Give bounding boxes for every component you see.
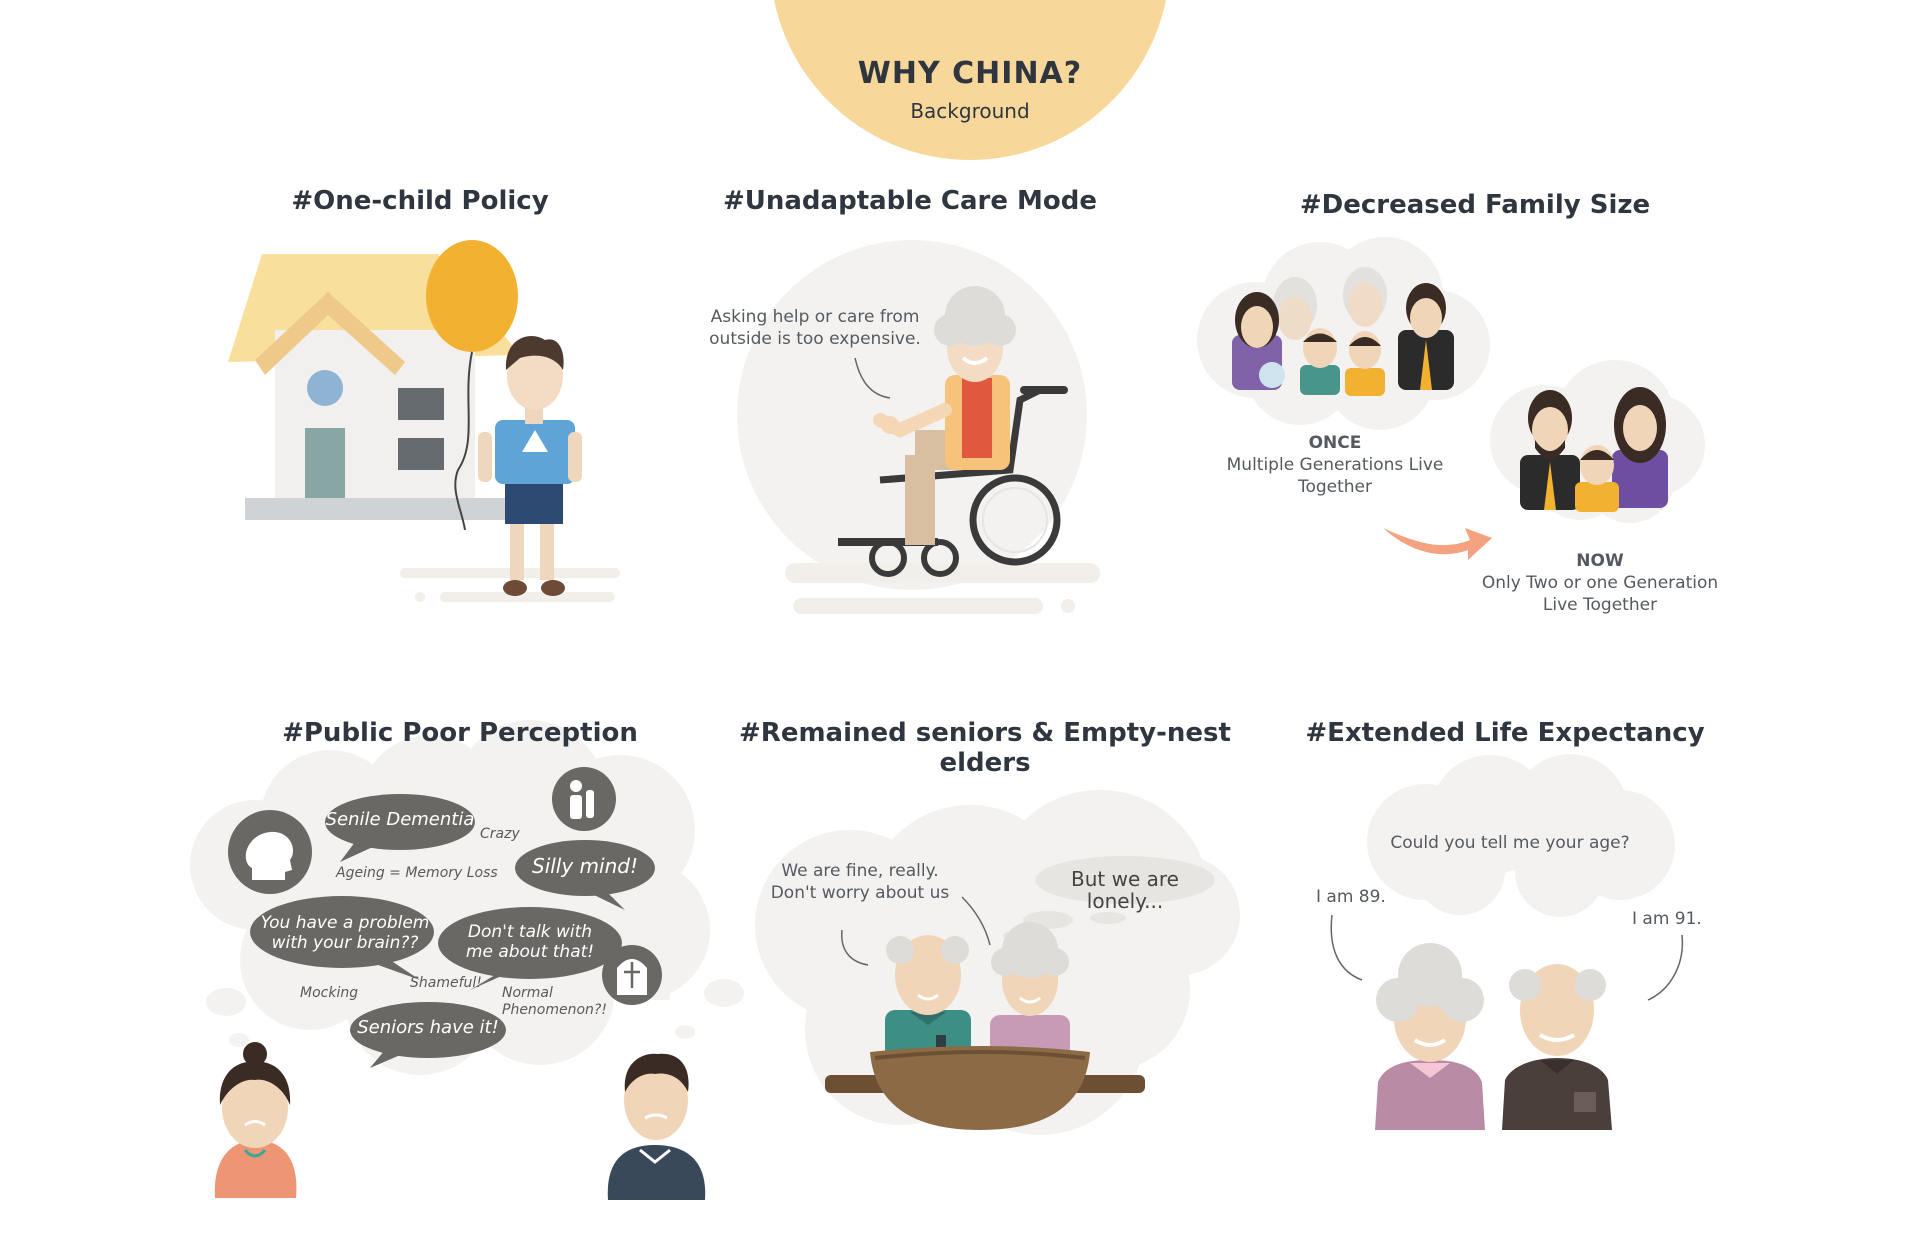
bubble-dont-talk: Don't talk with me about that! [465, 922, 595, 962]
empty-nest-illustration [755, 790, 1240, 1135]
old-woman-figure [1375, 943, 1485, 1130]
house-door [305, 428, 345, 498]
balloon [426, 240, 518, 352]
once-text: Multiple Generations Live Together [1226, 455, 1444, 497]
grandma-figure [873, 286, 1016, 545]
header-circle [774, 0, 1166, 160]
woman-figure [214, 1042, 297, 1198]
life-expectancy-title: #Extended Life Expectancy [1305, 718, 1705, 748]
empty-nest-title: #Remained seniors & Empty-nest elders [739, 718, 1231, 778]
life-expectancy-illustration [1330, 754, 1684, 1130]
empty-nest-thought: But we are lonely... [1071, 867, 1179, 913]
boy-figure [478, 335, 582, 596]
answer-right: I am 91. [1632, 909, 1702, 929]
family-size-title: #Decreased Family Size [1299, 190, 1651, 220]
age-question: Could you tell me your age? [1390, 833, 1630, 853]
care-mode-illustration [737, 240, 1100, 614]
tag-normal-phenomenon: Normal Phenomenon?! [502, 985, 607, 1018]
bubble-seniors-have-it: Seniors have it! [357, 1017, 499, 1038]
small-family-faces [1520, 387, 1668, 512]
bubble-silly-mind: Silly mind! [532, 854, 638, 878]
one-child-illustration [228, 240, 620, 602]
answer-left: I am 89. [1316, 887, 1386, 907]
old-man-figure [1502, 964, 1612, 1130]
page-title: WHY CHINA? [857, 56, 1083, 91]
care-mode-title: #Unadaptable Care Mode [722, 186, 1098, 216]
tag-shameful: Shameful! [410, 975, 482, 991]
once-caption: ONCE Multiple Generations Live Together [1205, 432, 1465, 498]
big-family-faces [1232, 267, 1454, 396]
bubble-brain-problem: You have a problem with your brain?? [260, 913, 430, 953]
man-figure [607, 1053, 706, 1200]
family-size-illustration [1197, 237, 1705, 560]
empty-nest-speech: We are fine, really. Don't worry about u… [770, 861, 950, 903]
now-text: Only Two or one Generation Live Together [1481, 573, 1719, 615]
wheelchair-big-wheel [969, 474, 1061, 566]
page-subtitle: Background [910, 99, 1030, 123]
house-round-window [307, 370, 343, 406]
header: WHY CHINA? Background [780, 56, 1160, 123]
tag-crazy: Crazy [480, 826, 520, 842]
now-caption: NOW Only Two or one Generation Live Toge… [1465, 550, 1735, 616]
care-mode-speech: Asking help or care from outside is too … [709, 307, 921, 349]
thought-bubble [1035, 856, 1215, 904]
question-cloud [1367, 754, 1675, 917]
once-label: ONCE [1308, 433, 1362, 453]
tag-ageing: Ageing = Memory Loss [336, 865, 498, 881]
now-label: NOW [1576, 551, 1624, 571]
perception-illustration [190, 720, 744, 1200]
person-icon-circle [552, 767, 616, 831]
perception-title: #Public Poor Perception [282, 718, 638, 748]
one-child-title: #One-child Policy [291, 186, 549, 216]
boat [870, 1046, 1090, 1130]
bubble-senile-dementia: Senile Dementia [325, 809, 475, 830]
tag-mocking: Mocking [300, 985, 359, 1001]
elder-man-figure [885, 935, 971, 1070]
once-to-now-arrow [1383, 528, 1492, 560]
